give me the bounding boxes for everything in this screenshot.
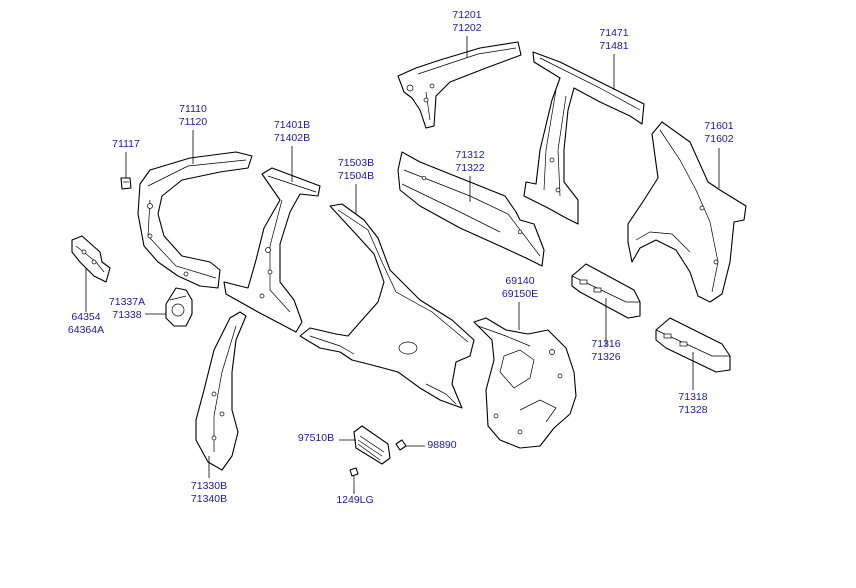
callout-71316[interactable]: 71316 71326 [582,338,630,364]
part-71601-drawing[interactable] [627,121,747,303]
callout-line: 71337A [108,296,146,308]
callout-line: 71318 [678,391,708,403]
callout-line: 97510B [297,432,335,444]
callout-line: 1249LG [336,494,374,506]
callout-line: 71110 [179,103,207,115]
part-71312-drawing[interactable] [397,151,545,267]
part-71503-drawing[interactable] [299,203,475,409]
callout-line: 71402B [273,132,311,144]
callout-71110[interactable]: 71110 71120 [169,103,217,129]
callout-line: 71312 [455,149,485,161]
part-71316-drawing[interactable] [571,263,641,319]
part-69140-drawing[interactable] [473,317,577,449]
callout-71117[interactable]: 71117 [104,138,148,151]
callout-line: 71602 [704,133,734,145]
callout-71503[interactable]: 71503B 71504B [328,157,384,183]
part-71201-drawing[interactable] [397,41,522,129]
leader-lines [85,36,720,494]
callout-line: 71503B [337,157,375,169]
part-71318-drawing[interactable] [655,317,731,373]
callout-line: 69150E [501,288,539,300]
callout-line: 64364A [67,324,105,336]
callout-line: 64354 [71,311,101,323]
callout-line: 71316 [591,338,621,350]
callout-71401[interactable]: 71401B 71402B [264,119,320,145]
callout-line: 71481 [599,40,629,52]
callout-97510[interactable]: 97510B [292,432,340,445]
callout-line: 69140 [505,275,535,287]
callout-line: 71328 [678,404,708,416]
callout-71337[interactable]: 71337A 71338 [102,296,152,322]
callout-line: 71340B [190,493,228,505]
part-71117-drawing[interactable] [120,177,132,190]
part-98890-drawing[interactable] [395,439,407,451]
part-71330-drawing[interactable] [195,311,247,471]
callout-line: 71322 [455,162,485,174]
callout-line: 71601 [704,120,734,132]
callout-line: 71202 [452,22,482,34]
callout-71330[interactable]: 71330B 71340B [181,480,237,506]
part-71401-drawing[interactable] [223,167,321,333]
callout-line: 71201 [452,9,482,21]
part-71110-drawing[interactable] [137,151,253,289]
part-1249lg-drawing[interactable] [349,467,359,486]
callout-71312[interactable]: 71312 71322 [446,149,494,175]
callout-71318[interactable]: 71318 71328 [669,391,717,417]
callout-1249[interactable]: 1249LG [330,494,380,507]
callout-64354[interactable]: 64354 64364A [58,311,114,337]
callout-line: 71120 [178,116,208,128]
part-71471-drawing[interactable] [523,51,645,225]
callout-71471[interactable]: 71471 71481 [590,27,638,53]
part-64354-drawing[interactable] [71,235,111,283]
callout-line: 71330B [190,480,228,492]
callout-line: 71117 [112,138,140,150]
callout-line: 98890 [427,439,457,451]
callout-line: 71504B [337,170,375,182]
part-97510-drawing[interactable] [353,425,391,465]
callout-71601[interactable]: 71601 71602 [695,120,743,146]
part-71337-drawing[interactable] [165,287,193,327]
callout-line: 71326 [591,351,621,363]
callout-line: 71338 [112,309,142,321]
callout-line: 71471 [599,27,629,39]
callout-line: 71401B [273,119,311,131]
callout-71201[interactable]: 71201 71202 [443,9,491,35]
callout-69140[interactable]: 69140 69150E [493,275,547,301]
callout-98890[interactable]: 98890 [424,439,460,452]
